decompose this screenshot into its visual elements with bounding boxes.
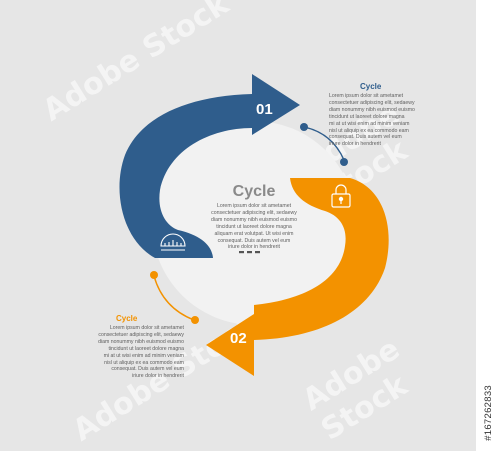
body-text-line: consectetuer adipiscing elit, sedaewy	[329, 99, 415, 106]
stock-id-label: #167262833	[483, 385, 494, 441]
step-01-arrow	[119, 74, 300, 258]
body-text-line: diam nonummy nibh euismod euismo	[329, 106, 415, 113]
stock-id-strip: #167262833	[476, 0, 500, 451]
body-text-line: aliquam erat volutpat. Ut wisi enim	[214, 230, 294, 237]
padlock-icon	[331, 184, 351, 208]
connector-dot	[191, 316, 199, 324]
step-02-title: Cycle	[116, 314, 138, 323]
body-text-line: tincidunt ut laoreet dolore magna	[216, 223, 292, 230]
body-text-line: iriure dolor in hendrerit	[132, 373, 184, 380]
body-text-line: tincidunt ut laoreet dolore magna	[108, 345, 184, 352]
step-02-number: 02	[230, 330, 247, 347]
body-text-line: consequat. Duis autem vel eum	[111, 366, 184, 373]
connector-dot	[300, 123, 308, 131]
center-circle	[152, 121, 356, 325]
center-dash-decoration	[239, 251, 260, 254]
body-text-line: consectetuer adipiscing elit, sedaewy	[211, 209, 297, 216]
body-text-line: Lorem ipsum dolor sit ametamet	[329, 93, 404, 99]
body-text-line: tincidunt ut laoreet dolore magna	[329, 113, 405, 120]
connector-line-01	[303, 126, 345, 161]
connector-dot	[340, 158, 348, 166]
body-text-line: Lorem ipsum dolor sit ametamet	[109, 325, 184, 331]
body-text-line: consequat. Duis autem vel eum	[217, 237, 291, 244]
body-text-line: iriure dolor in hendrerit	[329, 141, 381, 148]
step-01-number: 01	[256, 101, 273, 118]
step-02-arrow	[206, 178, 389, 376]
body-text-line: mi at ut wisi enim ad minim veniam	[103, 352, 184, 359]
step-01-title: Cycle	[360, 82, 382, 91]
body-text-line: nisl ut aliquip ex ea commodo eam	[104, 359, 184, 366]
body-text-line: iriure dolor in hendrerit	[228, 244, 280, 251]
body-text-line: nisl ut aliquip ex ea commodo eam	[329, 127, 409, 134]
ruler-drafting-icon	[160, 233, 186, 251]
connector-dot	[150, 271, 158, 279]
body-text-line: mi at ut wisi enim ad minim veniam	[329, 120, 410, 127]
center-title: Cycle	[232, 183, 276, 200]
body-text-line: consectetuer adipiscing elit, sedaewy	[98, 331, 184, 338]
connector-line-02	[153, 275, 195, 321]
body-text-line: diam nonummy nibh euismod euismo	[98, 338, 184, 345]
body-text-line: consequat. Duis autem vel eum	[329, 134, 402, 141]
body-text-line: Lorem ipsum dolor sit ametamet	[216, 203, 292, 209]
body-text-line: diam nonummy nibh euismod euismo	[211, 216, 297, 223]
